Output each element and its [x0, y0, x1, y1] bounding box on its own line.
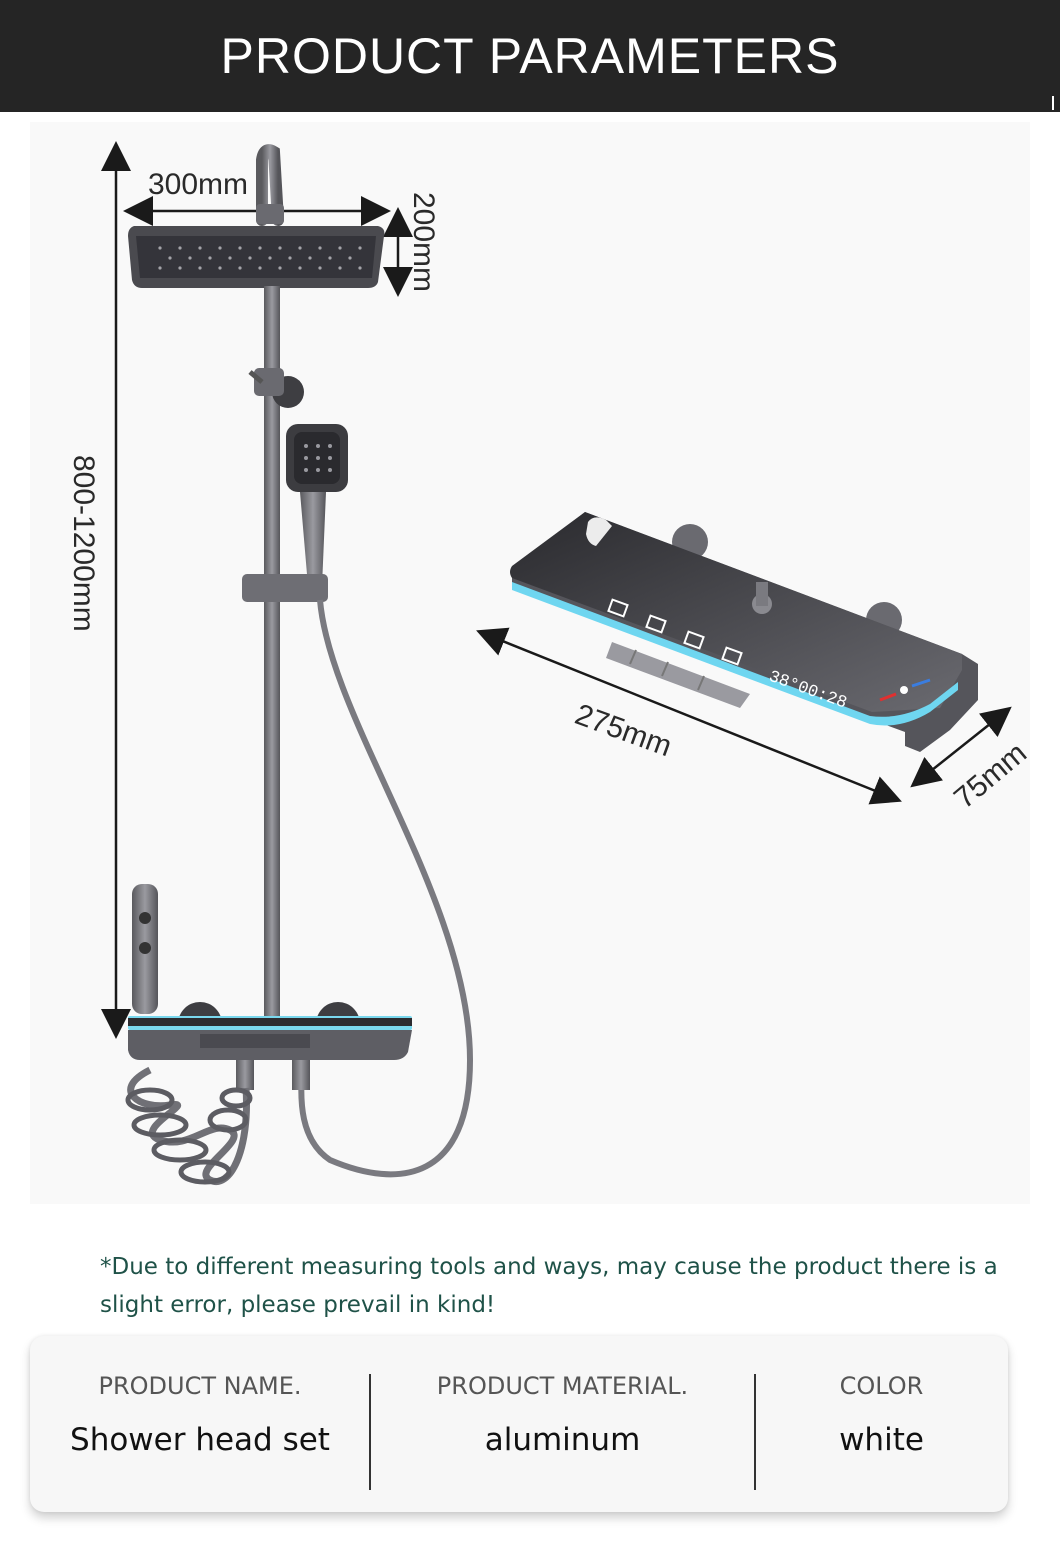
spec-value: white [839, 1422, 924, 1458]
head-depth-label: 200mm [407, 192, 440, 293]
spec-product-name: PRODUCT NAME. Shower head set [30, 1336, 370, 1512]
shelf-length-dimension-line [476, 627, 902, 805]
spec-divider [369, 1374, 371, 1490]
header-mark [1052, 96, 1054, 110]
spec-label: COLOR [839, 1372, 924, 1400]
overhead-arm [256, 144, 284, 226]
spec-table: PRODUCT NAME. Shower head set PRODUCT MA… [30, 1336, 1008, 1512]
shelf-depth-dimension-line [910, 706, 1012, 788]
page-title: PRODUCT PARAMETERS [220, 28, 840, 84]
spec-label: PRODUCT NAME. [98, 1372, 302, 1400]
spec-color: COLOR white [755, 1336, 1008, 1512]
product-diagram: 38°00:28 [101, 141, 1012, 1185]
page-header: PRODUCT PARAMETERS [0, 0, 1060, 112]
slide-holder [242, 574, 328, 602]
riser-pipe [264, 286, 280, 1026]
height-range-label: 800-1200mm [67, 455, 100, 632]
spec-label: PRODUCT MATERIAL. [436, 1372, 689, 1400]
measurement-disclaimer: *Due to different measuring tools and wa… [100, 1254, 998, 1318]
head-width-label: 300mm [148, 168, 249, 201]
spec-divider [754, 1374, 756, 1490]
shower-hose [298, 599, 474, 1178]
spec-product-material: PRODUCT MATERIAL. aluminum [370, 1336, 755, 1512]
spec-value: Shower head set [70, 1422, 330, 1458]
spec-value: aluminum [484, 1422, 641, 1458]
